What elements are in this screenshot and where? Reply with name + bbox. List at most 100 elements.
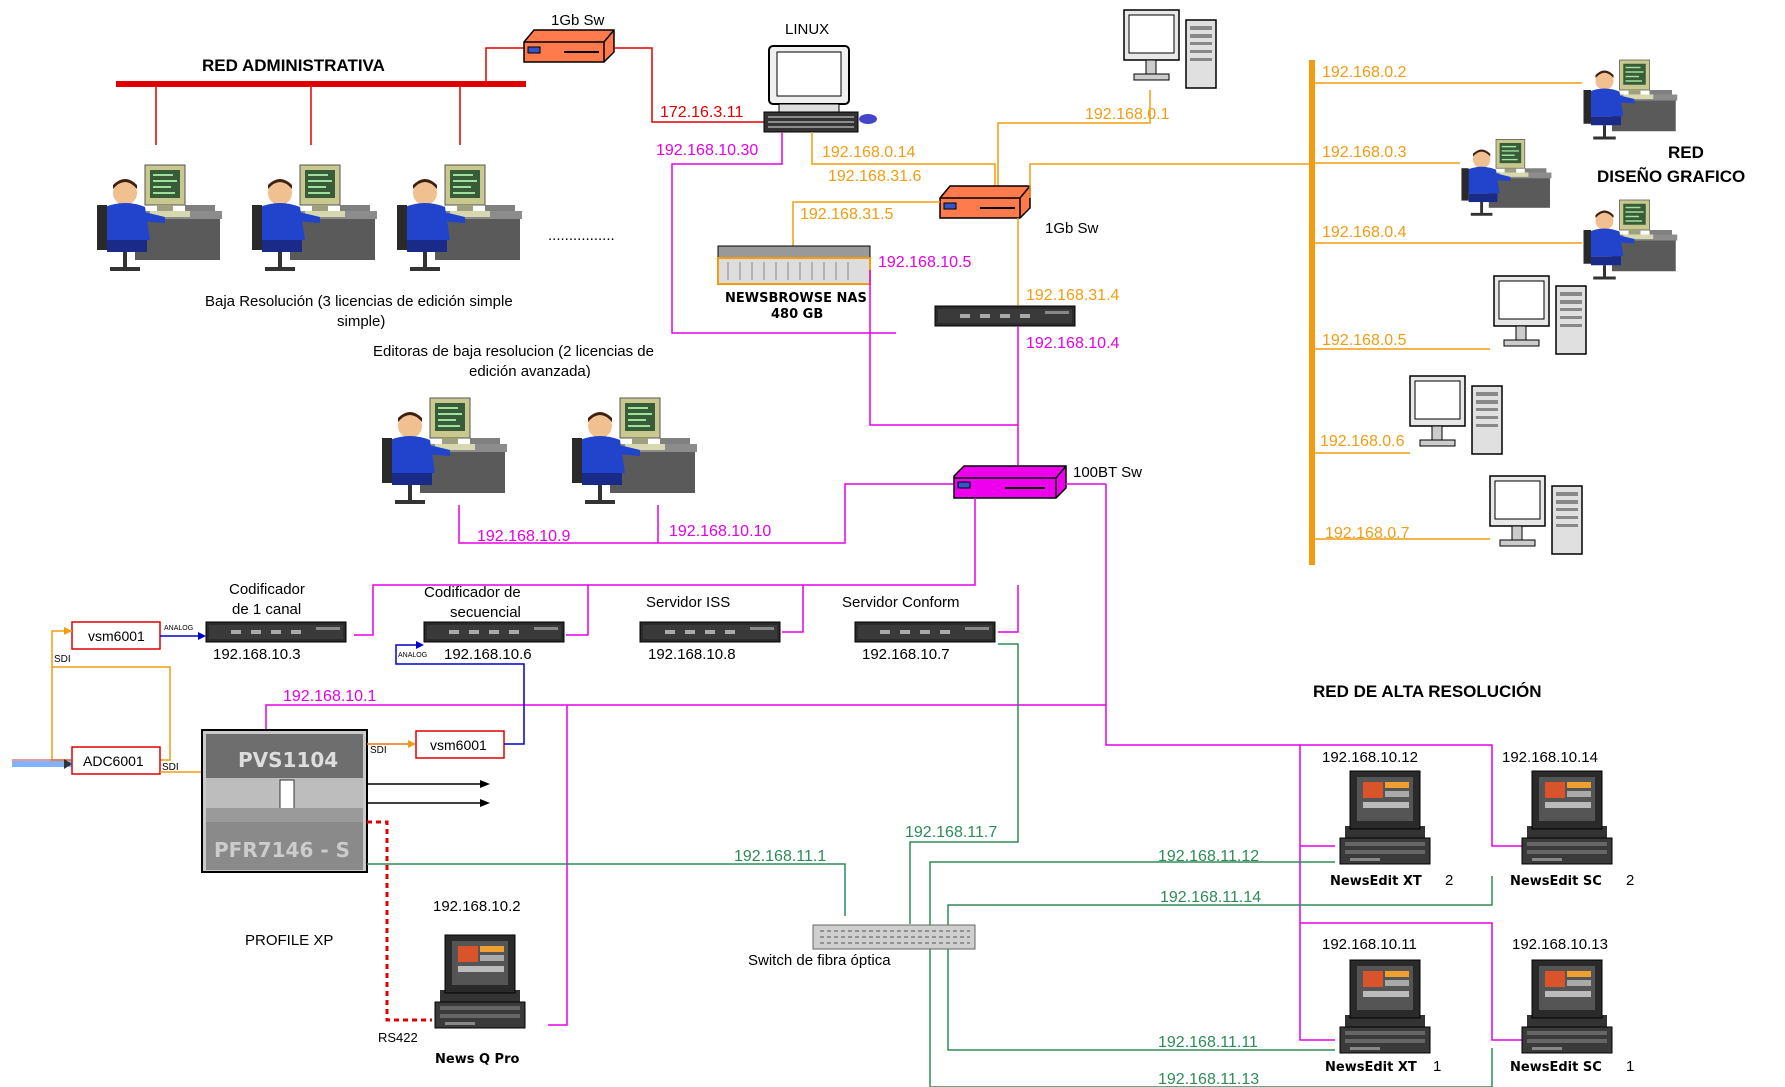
desktop-pc-icon bbox=[1409, 375, 1503, 455]
server-icon bbox=[205, 621, 347, 643]
ws-newsedit-sc2: 192.168.10.14 NewsEdit SC 2 bbox=[1502, 749, 1634, 889]
sw100-to-enc1 bbox=[354, 498, 976, 636]
ws-ip: 192.168.10.12 bbox=[1322, 749, 1418, 766]
sdi-tag: SDI bbox=[54, 654, 71, 665]
design-drops bbox=[1312, 82, 1585, 540]
arrow-icon bbox=[480, 799, 490, 807]
ip-linux-red: 172.16.3.11 bbox=[660, 104, 743, 121]
operator-icon bbox=[378, 376, 512, 510]
switch-100bt-icon bbox=[953, 465, 1067, 499]
operator-icon bbox=[93, 143, 227, 277]
editors-link bbox=[458, 483, 954, 544]
sw100-to-highres bbox=[1105, 484, 1335, 1041]
vsm6001-box bbox=[71, 621, 161, 650]
sw100-to-newsq bbox=[548, 705, 568, 1026]
arrow-icon bbox=[64, 627, 72, 635]
vsm2-label: vsm6001 bbox=[430, 737, 487, 753]
fiber-switch-icon bbox=[812, 924, 976, 950]
encoder-1ch: Codificador de 1 canal 192.168.10.3 bbox=[205, 581, 347, 663]
ws-num: 2 bbox=[1626, 872, 1634, 889]
rs422-label: RS422 bbox=[378, 1030, 418, 1045]
sw100-to-enc2 bbox=[566, 585, 589, 636]
workstation-icon bbox=[1521, 770, 1613, 865]
server-ip: 192.168.10.3 bbox=[213, 646, 301, 663]
ws-num: 1 bbox=[1626, 1058, 1634, 1075]
analog-tag: ANALOG bbox=[164, 625, 193, 632]
highres-title: RED DE ALTA RESOLUCIÓN bbox=[1313, 682, 1542, 701]
server-icon bbox=[423, 621, 565, 643]
server-ip: 192.168.10.8 bbox=[648, 646, 736, 663]
sw100-to-conform bbox=[998, 585, 1019, 633]
server-ip: 192.168.10.7 bbox=[862, 646, 950, 663]
admin-network-title: RED ADMINISTRATIVA bbox=[202, 56, 385, 75]
lowres-caption-2: simple) bbox=[337, 313, 385, 330]
vsm1-label: vsm6001 bbox=[88, 628, 145, 644]
core-to-nas bbox=[792, 201, 940, 250]
design-title-2: DISEÑO GRAFICO bbox=[1597, 166, 1745, 186]
ip-ed9: 192.168.10.9 bbox=[477, 528, 571, 545]
workstation-icon bbox=[434, 934, 526, 1029]
fiber-x11 bbox=[947, 949, 1335, 1051]
encoder-seq: Codificador de secuencial 192.168.10.6 bbox=[423, 584, 565, 663]
nas-size: 480 GB bbox=[771, 307, 823, 322]
ip-d04: 192.168.0.4 bbox=[1322, 224, 1407, 241]
ip-dev-m: 192.168.10.4 bbox=[1026, 335, 1120, 352]
switch-icon bbox=[939, 185, 1031, 219]
pvs-label: PVS1104 bbox=[238, 748, 338, 772]
editors-caption: Editoras de baja resolucion (2 licencias… bbox=[373, 343, 654, 360]
ws-ip: 192.168.10.14 bbox=[1502, 749, 1598, 766]
ip-pvs-m: 192.168.10.1 bbox=[283, 688, 377, 705]
ip-linux-mag: 192.168.10.30 bbox=[656, 142, 758, 159]
ip-conf-g: 192.168.11.7 bbox=[905, 824, 997, 841]
server-label: Servidor ISS bbox=[646, 594, 730, 611]
workstation-icon bbox=[1339, 770, 1431, 865]
ws-newsedit-xt2: 192.168.10.12 NewsEdit XT 2 bbox=[1322, 749, 1453, 889]
core-to-design bbox=[1029, 163, 1312, 198]
ip-x13g: 192.168.11.13 bbox=[1158, 1071, 1259, 1087]
server-label-2: secuencial bbox=[450, 604, 521, 621]
pfr-fiber-link bbox=[367, 863, 846, 916]
pfr-label: PFR7146 - S bbox=[214, 838, 350, 862]
input-signal bbox=[12, 761, 72, 767]
ip-d06: 192.168.0.6 bbox=[1320, 433, 1405, 450]
vsm6001-box-2 bbox=[415, 730, 505, 759]
ws-newsedit-xt1: 192.168.10.11 NewsEdit XT 1 bbox=[1322, 936, 1441, 1075]
ip-d03: 192.168.0.3 bbox=[1322, 144, 1407, 161]
desktop-pc-icon bbox=[1489, 475, 1583, 555]
admin-switch-label: 1Gb Sw bbox=[551, 12, 605, 29]
newsq-ip: 192.168.10.2 bbox=[433, 898, 521, 915]
admin-uplink bbox=[485, 47, 524, 84]
nas-label: NEWSBROWSE NAS bbox=[725, 291, 867, 306]
ip-nas-o: 192.168.31.5 bbox=[800, 206, 894, 223]
ws-label: NewsEdit XT bbox=[1325, 1060, 1417, 1075]
arrow-icon bbox=[480, 780, 490, 788]
ip-nas-m: 192.168.10.5 bbox=[878, 254, 972, 271]
conform-fiber-link bbox=[909, 643, 1019, 924]
ws-ip: 192.168.10.13 bbox=[1512, 936, 1608, 953]
admin-drops bbox=[155, 84, 461, 150]
operator-icon bbox=[1580, 43, 1681, 144]
arrow-icon bbox=[64, 759, 72, 769]
desktop-pc-icon bbox=[1493, 275, 1587, 355]
server-iss: Servidor ISS 192.168.10.8 bbox=[639, 594, 781, 663]
ip-x11g: 192.168.11.11 bbox=[1158, 1034, 1258, 1051]
server-conform: Servidor Conform 192.168.10.7 bbox=[842, 594, 996, 663]
nas-icon bbox=[717, 245, 871, 285]
linux-mag-link bbox=[671, 132, 896, 334]
ws-label: NewsEdit SC bbox=[1510, 874, 1602, 889]
ip-pc01: 192.168.0.1 bbox=[1085, 106, 1170, 123]
fiber-label: Switch de fibra óptica bbox=[748, 952, 891, 969]
ip-pfr-g: 192.168.11.1 bbox=[734, 848, 826, 865]
ip-x14g: 192.168.11.14 bbox=[1160, 889, 1261, 906]
hr-link-14 bbox=[1300, 744, 1522, 847]
server-label-2: de 1 canal bbox=[232, 601, 301, 618]
server-label: Codificador de bbox=[424, 584, 521, 601]
operator-icon bbox=[568, 376, 702, 510]
sw100-label: 100BT Sw bbox=[1073, 464, 1142, 481]
pvs1104-chassis: PVS1104 PFR7146 - S bbox=[201, 729, 368, 873]
ws-newsedit-sc1: 192.168.10.13 NewsEdit SC 1 bbox=[1510, 936, 1634, 1075]
workstation-icon bbox=[1521, 959, 1613, 1054]
ip-dev-o: 192.168.31.4 bbox=[1026, 287, 1120, 304]
ws-label: NewsEdit SC bbox=[1510, 1060, 1602, 1075]
